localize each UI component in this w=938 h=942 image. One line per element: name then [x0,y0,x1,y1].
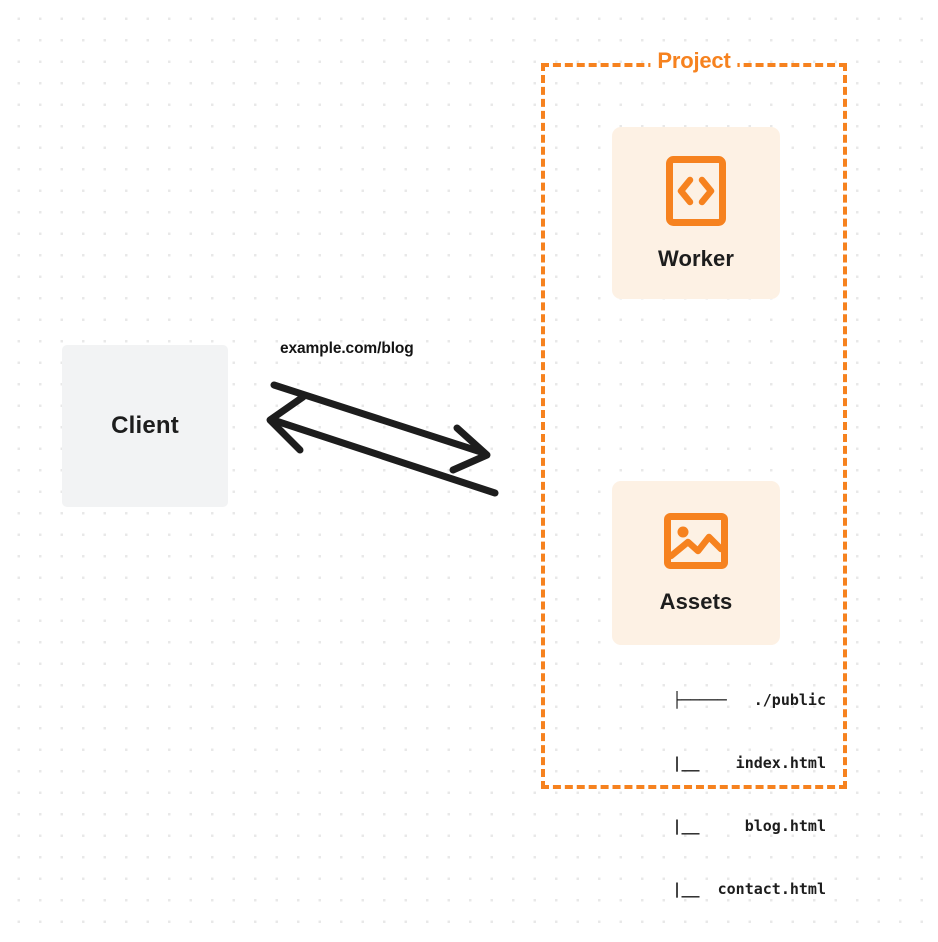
node-client[interactable]: Client [62,345,228,507]
project-group: Project Worker Assets [541,48,847,898]
node-assets[interactable]: Assets [612,481,780,645]
node-client-label: Client [111,412,179,439]
request-arrow [270,381,491,474]
file-tree-line: |__ index.html [627,754,826,772]
project-title: Project [650,48,738,74]
file-tree-line: ├───── ./public [672,691,826,709]
node-worker-label: Worker [658,245,734,271]
node-worker[interactable]: Worker [612,127,780,299]
file-tree-line: |__ contact.html [627,880,826,898]
file-tree-line: |__ blog.html [627,817,826,835]
node-assets-label: Assets [659,588,733,614]
assets-file-tree: ├───── ./public |__ index.html |__ blog.… [581,648,826,942]
image-icon [663,512,729,575]
diagram-canvas: Client example.com/blog Project [62,48,847,898]
response-arrow [266,393,499,497]
connection-label: example.com/blog [280,340,414,357]
code-brackets-icon [665,155,727,232]
